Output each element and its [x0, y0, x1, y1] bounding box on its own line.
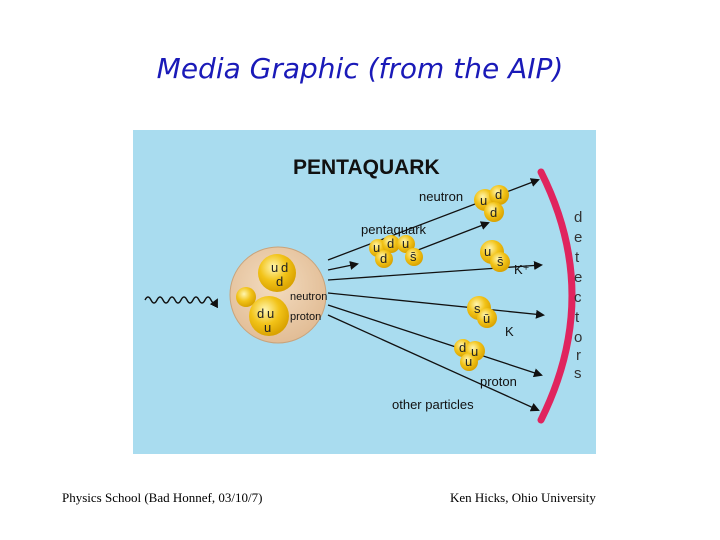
quark-label: d — [459, 340, 466, 355]
quark-label: d — [495, 187, 502, 202]
incoming-photon — [144, 296, 218, 309]
label-pentaquark: pentaquark — [361, 222, 427, 237]
quark-label: s̄ — [497, 254, 504, 269]
label-k-plus: K⁺ — [514, 262, 530, 277]
detector-label: d e t e c t o r s — [574, 209, 582, 382]
label-neutron-in: neutron — [290, 291, 327, 303]
detector-letter: t — [575, 309, 580, 326]
quark-label: ū — [483, 311, 490, 326]
detector-letter: c — [574, 289, 582, 306]
diagram-background — [133, 130, 596, 454]
detector-letter: s — [574, 365, 582, 382]
quark — [484, 202, 504, 222]
quark-label: u — [402, 236, 409, 251]
detector-letter: r — [576, 347, 581, 364]
detector-letter: e — [574, 269, 582, 286]
quark — [382, 235, 400, 253]
slide-title: Media Graphic (from the AIP) — [156, 52, 564, 85]
quark-label: u — [465, 354, 472, 369]
diagram-svg: PENTAQUARK d e t e c t o r s u d d d u u… — [133, 130, 596, 454]
label-proton-out: proton — [480, 374, 517, 389]
quark — [258, 254, 296, 292]
quark-label: u — [471, 344, 478, 359]
track-other — [327, 314, 540, 412]
label-proton-in: proton — [290, 311, 321, 323]
track-k-zero — [327, 292, 545, 319]
quark-label: u — [480, 193, 487, 208]
quark-label: d — [490, 205, 497, 220]
detector-letter: t — [575, 249, 580, 266]
quark — [477, 308, 497, 328]
track-pentaquark-right — [417, 221, 490, 251]
footer-left: Physics School (Bad Honnef, 03/10/7) — [62, 490, 263, 505]
quark-label: d — [380, 251, 387, 266]
quark — [375, 250, 393, 268]
detector-letter: e — [574, 229, 582, 246]
quark — [490, 252, 510, 272]
quark — [460, 353, 478, 371]
quark-label: u — [264, 320, 271, 335]
quark-label: d — [276, 274, 283, 289]
quark-label: d — [257, 306, 264, 321]
label-k-zero: K — [505, 324, 514, 339]
quark-label: u — [271, 260, 278, 275]
quark-label: s — [474, 301, 481, 316]
quark — [249, 296, 289, 336]
quark-label: d — [387, 236, 394, 251]
diagram-heading: PENTAQUARK — [293, 156, 440, 179]
quark — [489, 185, 509, 205]
footer-right: Ken Hicks, Ohio University — [450, 490, 596, 505]
quark — [397, 235, 415, 253]
pentaquark-diagram: PENTAQUARK d e t e c t o r s u d d d u u… — [133, 130, 596, 454]
quark — [236, 287, 256, 307]
track-proton — [327, 304, 543, 378]
detector-letter: o — [574, 329, 582, 346]
quark-label: s̄ — [410, 249, 417, 264]
label-neutron-out: neutron — [419, 189, 463, 204]
label-other-particles: other particles — [392, 397, 474, 412]
detector-letter: d — [574, 209, 582, 226]
quark-label: u — [267, 306, 274, 321]
quark-label: u — [484, 244, 491, 259]
track-pentaquark — [327, 261, 359, 271]
quark-label: d — [281, 260, 288, 275]
detector-arc — [537, 168, 576, 424]
quark-label: u — [373, 240, 380, 255]
quark — [405, 248, 423, 266]
